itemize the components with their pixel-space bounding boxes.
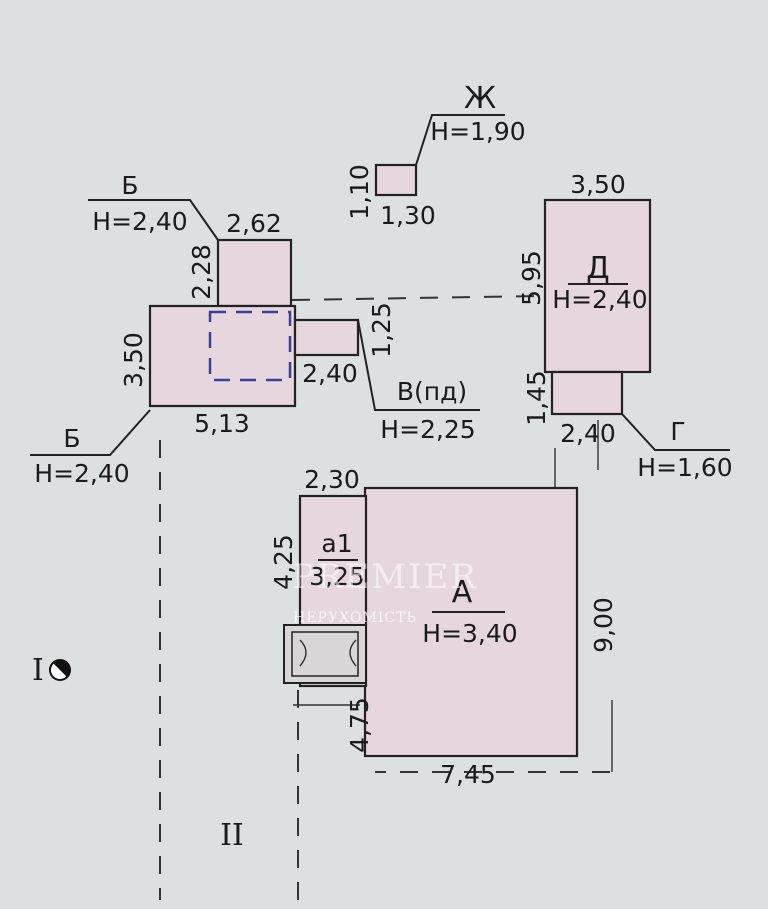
building-b-bottom-dim: 5,13 (194, 409, 250, 438)
building-v-height: H=2,25 (380, 415, 475, 444)
watermark-brand: PREMIER (292, 557, 478, 597)
building-d-height: H=2,40 (552, 285, 647, 314)
building-b-left-dim: 3,50 (119, 332, 148, 388)
building-a1-letter: а1 (321, 529, 352, 558)
building-b-top (216, 238, 293, 308)
building-b-main (148, 304, 297, 408)
building-a1-small-dim: 3,25 (309, 562, 365, 591)
building-zh-letter: Ж (464, 81, 496, 116)
building-a1-side-dim: 4,25 (269, 534, 298, 590)
building-zh-bottom-dim: 1,30 (380, 201, 436, 230)
building-d (543, 198, 652, 374)
boundary-lines (159, 295, 613, 900)
building-a-width: 7,45 (440, 760, 496, 789)
porch (283, 624, 367, 684)
basement-outline (208, 310, 292, 382)
building-g-side-dim: 1,45 (522, 370, 551, 426)
lot-one-label: I (32, 653, 44, 688)
building-a1-top-dim: 2,30 (304, 465, 360, 494)
building-b-letter: Б (63, 424, 80, 453)
building-g-bottom-dim: 2,40 (560, 419, 616, 448)
watermark-subtitle: НЕРУХОМІСТЬ (293, 610, 417, 626)
building-g-height: H=1,60 (637, 453, 732, 482)
building-a-height: H=3,40 (422, 619, 517, 648)
building-v-letter: В(пд) (397, 377, 467, 406)
building-a (363, 486, 579, 758)
building-zh-side-dim: 1,10 (345, 164, 374, 220)
building-v-side-dim: 1,25 (367, 302, 396, 358)
building-a-left-dim: 4,75 (345, 697, 374, 753)
building-d-side-dim: 5,95 (517, 250, 546, 306)
building-b-top-height: H=2,40 (92, 207, 187, 236)
building-b-top-dim: 2,62 (226, 209, 282, 238)
building-a-letter: А (452, 575, 473, 610)
building-d-letter: Д (586, 251, 609, 286)
building-b-height: H=2,40 (34, 459, 129, 488)
building-b-top-letter: Б (121, 171, 138, 200)
lot-two-label: II (220, 818, 244, 853)
building-a-depth: 9,00 (589, 597, 618, 653)
building-b-side-dim: 2,28 (187, 244, 216, 300)
building-g (550, 370, 624, 416)
building-d-top-dim: 3,50 (570, 170, 626, 199)
leader-lines (30, 114, 730, 456)
building-zh (374, 163, 418, 197)
building-v-bottom-dim: 2,40 (302, 359, 358, 388)
building-v (293, 318, 360, 357)
building-g-letter: Г (670, 417, 685, 446)
half-filled-circle-icon (49, 659, 71, 681)
building-zh-height: H=1,90 (430, 117, 525, 146)
